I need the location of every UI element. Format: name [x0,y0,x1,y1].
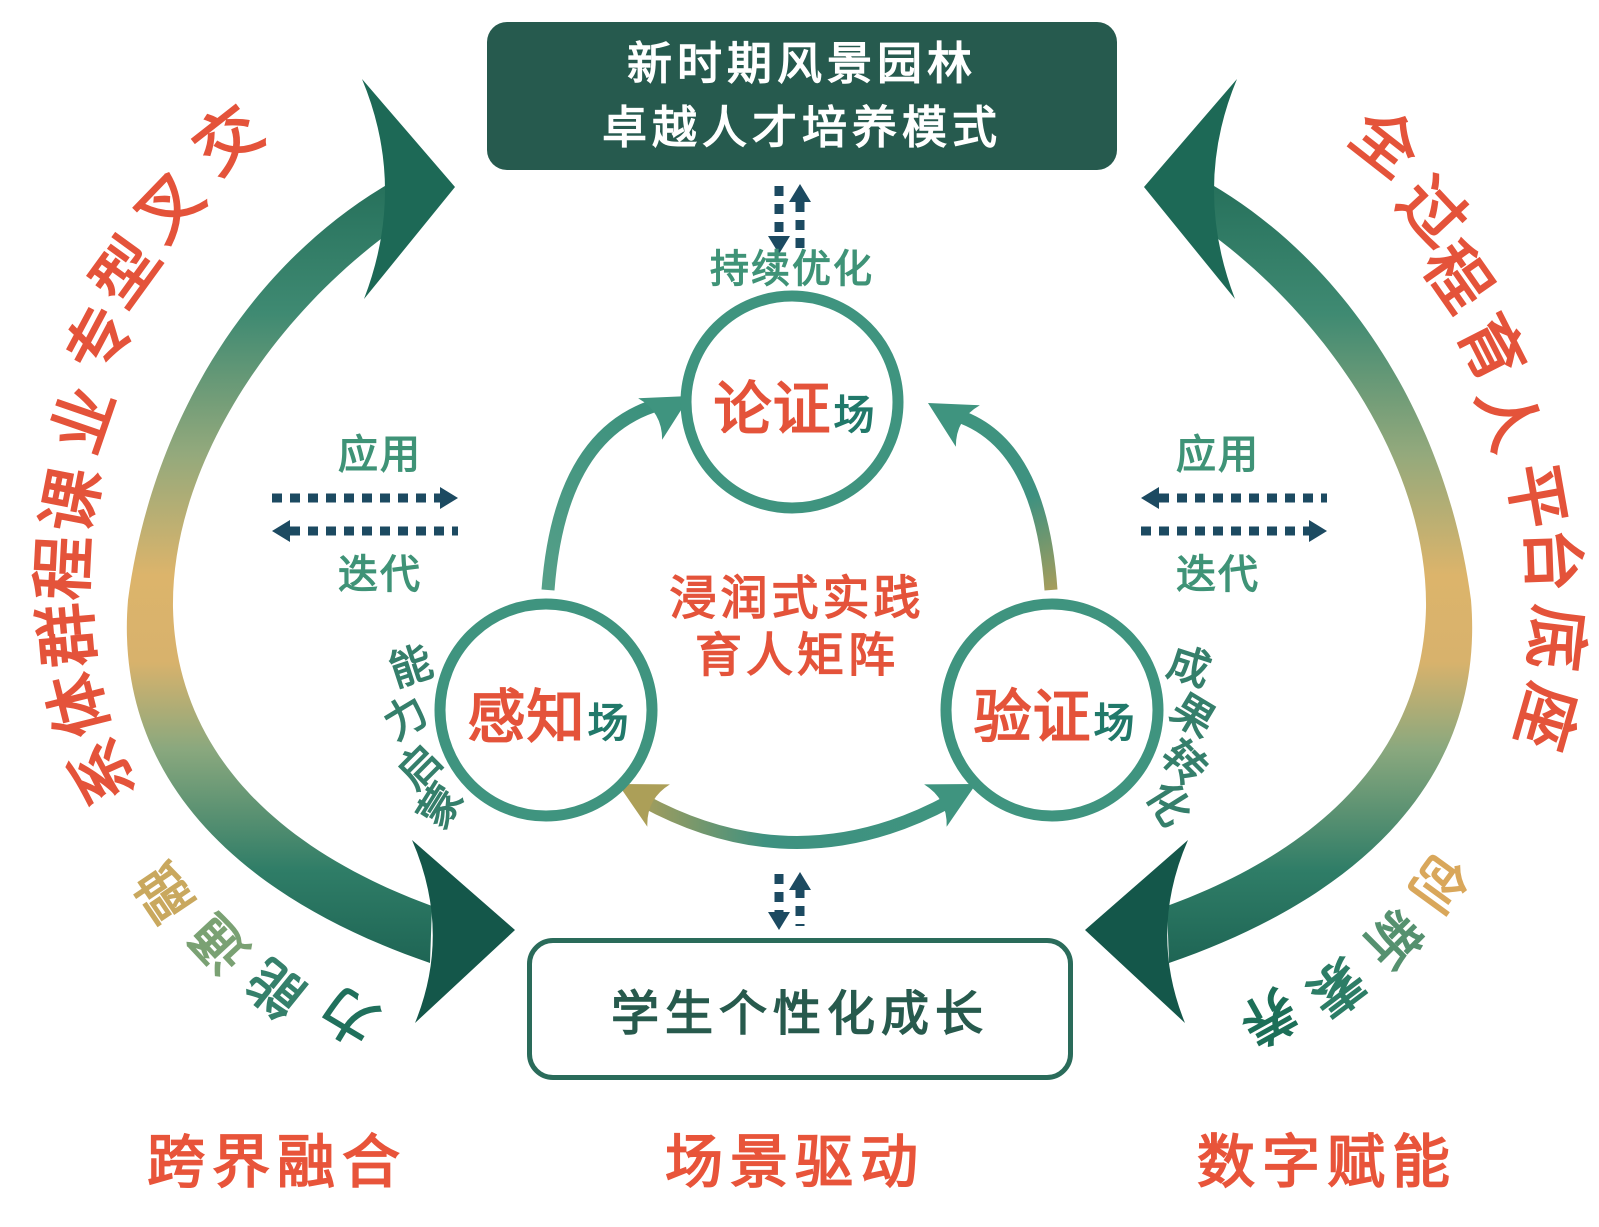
arrowhead-right-exchange-left [440,487,458,509]
field-argumentation-main: 论证 [713,377,832,442]
left-swoosh-arrowhead-top [362,79,455,299]
arrowhead-right-exchange-right [1309,520,1327,542]
arrowhead-up-top-connector [789,184,811,202]
dashed-exchange-left [272,493,458,536]
center-matrix-line2: 育人矩阵 [695,628,899,682]
bottom-growth-label: 学生个性化成长 [610,988,989,1041]
cycle-arrowhead-into-left-circle [618,784,670,827]
dashed-connector-bottom [774,874,805,926]
field-label-verification: 验证 场 [973,670,1134,754]
dashed-connector-top [774,186,805,254]
arrowhead-left-exchange-right [1141,487,1159,509]
field-verification-suffix: 场 [1093,700,1135,746]
cycle-arrowhead-into-top-right [928,403,980,447]
cycle-arc-right [942,405,1058,591]
top-goal-line2: 卓越人才培养模式 [601,102,1002,153]
right-swoosh-arrowhead-bottom [1085,840,1188,1023]
circle-perception-field [434,598,658,822]
arrowhead-left-exchange-left [272,520,290,542]
bottom-label-cross-boundary: 跨界融合 [146,1130,408,1195]
exchange-right-iterate-label: 迭代 [1176,553,1260,597]
left-swoosh-arrowhead-bottom [412,840,515,1023]
circle-argumentation-field [680,290,904,514]
bottom-label-scene-driven: 场景驱动 [664,1130,926,1195]
arrowhead-down-bottom-connector [768,912,790,930]
right-swoosh-ribbon [1167,172,1473,963]
cycle-arc-bottom [640,795,954,849]
cycle-arrowhead-into-right-circle [924,784,976,827]
arrowhead-down-top-connector [768,236,790,254]
field-perception-suffix: 场 [587,700,629,746]
cycle-arrowhead-into-top-left [638,396,690,440]
dashed-exchange-right [1141,493,1327,536]
field-perception-main: 感知 [467,685,586,750]
cycle-arc-left [541,397,662,591]
exchange-left-iterate-label: 迭代 [338,553,422,597]
top-goal-line1: 新时期风景园林 [626,38,977,90]
exchange-right-apply-label: 应用 [1176,433,1260,477]
feedback-label-optimize: 持续优化 [709,248,875,292]
bottom-growth-box: 学生个性化成长 [527,938,1073,1080]
center-matrix-line1: 浸润式实践 [669,571,925,625]
exchange-left-apply-label: 应用 [338,433,422,477]
field-verification-main: 验证 [973,685,1092,750]
bottom-label-digital-empowerment: 数字赋能 [1196,1130,1458,1195]
circle-verification-field [940,598,1164,822]
field-label-perception: 感知 场 [467,670,628,754]
left-swoosh-ribbon [126,172,432,963]
arrowhead-up-bottom-connector [789,872,811,890]
field-argumentation-suffix: 场 [833,392,875,438]
field-label-argumentation: 论证 场 [713,362,874,446]
right-swoosh-arrowhead-top [1144,79,1237,299]
top-goal-box: 新时期风景园林 卓越人才培养模式 [487,22,1117,170]
